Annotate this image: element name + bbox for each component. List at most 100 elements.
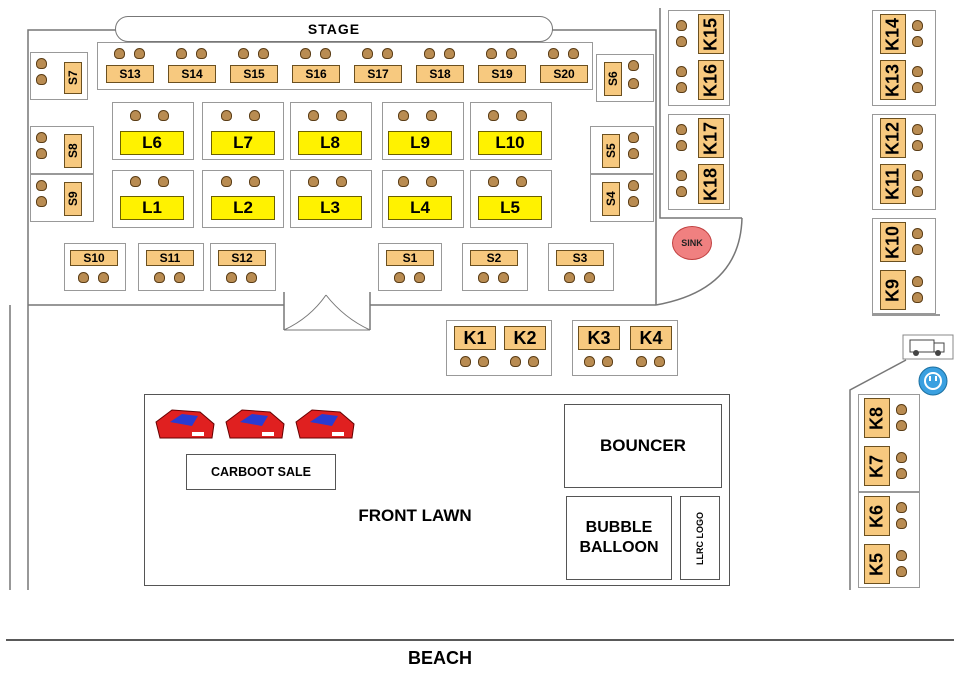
chair-icon <box>516 176 527 187</box>
chair-icon <box>912 292 923 303</box>
chair-icon <box>221 176 232 187</box>
chair-icon <box>130 110 141 121</box>
chair-icon <box>912 228 923 239</box>
power-plug-icon <box>918 366 948 396</box>
chair-icon <box>394 272 405 283</box>
chair-icon <box>98 272 109 283</box>
chair-icon <box>912 244 923 255</box>
chair-icon <box>676 66 687 77</box>
chair-icon <box>912 186 923 197</box>
chair-icon <box>36 180 47 191</box>
table-l7[interactable]: L7 <box>211 131 275 155</box>
chair-icon <box>564 272 575 283</box>
chair-icon <box>362 48 373 59</box>
chair-icon <box>238 48 249 59</box>
table-l9[interactable]: L9 <box>388 131 452 155</box>
table-k3[interactable]: K3 <box>578 326 620 350</box>
chair-icon <box>676 140 687 151</box>
chair-icon <box>896 550 907 561</box>
chair-icon <box>174 272 185 283</box>
chair-icon <box>506 48 517 59</box>
car-icon <box>155 409 215 439</box>
chair-icon <box>114 48 125 59</box>
table-l3[interactable]: L3 <box>298 196 362 220</box>
chair-icon <box>912 140 923 151</box>
chair-icon <box>912 170 923 181</box>
chair-icon <box>249 110 260 121</box>
s5-frame <box>590 126 654 174</box>
chair-icon <box>676 124 687 135</box>
chair-icon <box>896 420 907 431</box>
chair-icon <box>460 356 471 367</box>
table-s20[interactable]: S20 <box>540 65 588 83</box>
chair-icon <box>912 124 923 135</box>
chair-icon <box>258 48 269 59</box>
table-l10[interactable]: L10 <box>478 131 542 155</box>
table-k4[interactable]: K4 <box>630 326 672 350</box>
table-l5[interactable]: L5 <box>478 196 542 220</box>
chair-icon <box>896 502 907 513</box>
table-s12[interactable]: S12 <box>218 250 266 266</box>
table-k1[interactable]: K1 <box>454 326 496 350</box>
chair-icon <box>912 66 923 77</box>
chair-icon <box>78 272 89 283</box>
carboot-box: CARBOOT SALE <box>186 454 336 490</box>
chair-icon <box>676 170 687 181</box>
table-l2[interactable]: L2 <box>211 196 275 220</box>
chair-icon <box>510 356 521 367</box>
bouncer: BOUNCER <box>564 404 722 488</box>
sink: SINK <box>672 226 712 260</box>
chair-icon <box>424 48 435 59</box>
table-s15[interactable]: S15 <box>230 65 278 83</box>
chair-icon <box>528 356 539 367</box>
table-s19[interactable]: S19 <box>478 65 526 83</box>
truck-icon <box>902 334 954 360</box>
chair-icon <box>896 566 907 577</box>
chair-icon <box>444 48 455 59</box>
chair-icon <box>486 48 497 59</box>
chair-icon <box>36 74 47 85</box>
chair-icon <box>320 48 331 59</box>
chair-icon <box>628 60 639 71</box>
table-s2[interactable]: S2 <box>470 250 518 266</box>
chair-icon <box>548 48 559 59</box>
table-s18[interactable]: S18 <box>416 65 464 83</box>
chair-icon <box>636 356 647 367</box>
chair-icon <box>398 176 409 187</box>
table-l1[interactable]: L1 <box>120 196 184 220</box>
table-l6[interactable]: L6 <box>120 131 184 155</box>
chair-icon <box>602 356 613 367</box>
table-s14[interactable]: S14 <box>168 65 216 83</box>
chair-icon <box>426 176 437 187</box>
chair-icon <box>676 36 687 47</box>
sink-label: SINK <box>681 238 703 248</box>
table-s1[interactable]: S1 <box>386 250 434 266</box>
table-s16[interactable]: S16 <box>292 65 340 83</box>
table-l8[interactable]: L8 <box>298 131 362 155</box>
chair-icon <box>426 110 437 121</box>
chair-icon <box>584 356 595 367</box>
table-l4[interactable]: L4 <box>388 196 452 220</box>
chair-icon <box>584 272 595 283</box>
table-k2[interactable]: K2 <box>504 326 546 350</box>
table-s11[interactable]: S11 <box>146 250 194 266</box>
chair-icon <box>478 272 489 283</box>
table-s17[interactable]: S17 <box>354 65 402 83</box>
chair-icon <box>568 48 579 59</box>
table-s10[interactable]: S10 <box>70 250 118 266</box>
s4-frame <box>590 174 654 222</box>
chair-icon <box>336 110 347 121</box>
chair-icon <box>912 82 923 93</box>
chair-icon <box>488 110 499 121</box>
chair-icon <box>628 78 639 89</box>
chair-icon <box>158 110 169 121</box>
chair-icon <box>300 48 311 59</box>
beach-label: BEACH <box>407 648 472 668</box>
table-s13[interactable]: S13 <box>106 65 154 83</box>
car-icon <box>225 409 285 439</box>
chair-icon <box>382 48 393 59</box>
chair-icon <box>36 148 47 159</box>
table-s3[interactable]: S3 <box>556 250 604 266</box>
